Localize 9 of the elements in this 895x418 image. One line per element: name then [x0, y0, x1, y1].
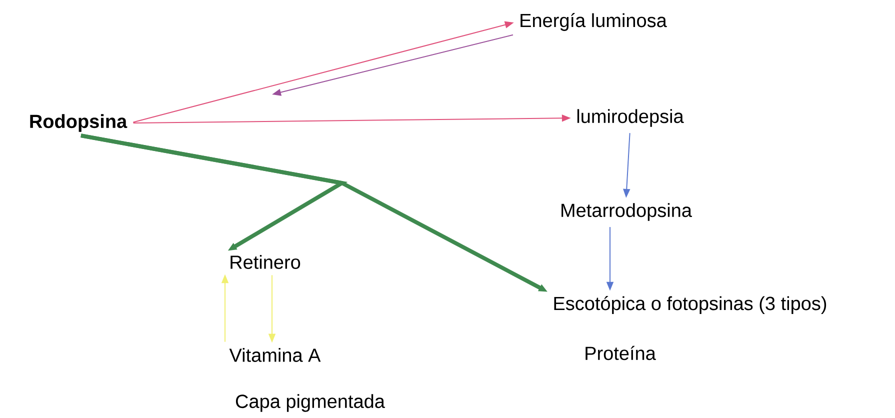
node-label: lumirodepsia	[577, 109, 684, 127]
node-label: Energía luminosa	[520, 13, 667, 31]
node-label: Metarrodopsina	[562, 203, 692, 221]
node-label: Vitamina A	[229, 348, 321, 362]
caption-text: Proteína	[586, 346, 656, 360]
node-label: Retinero	[230, 255, 300, 269]
node-label: Rodopsina	[30, 114, 128, 132]
caption-text: Capa pigmentada	[236, 394, 385, 412]
node-label: Escotópica o fotopsinas (3 tipos)	[554, 296, 826, 314]
